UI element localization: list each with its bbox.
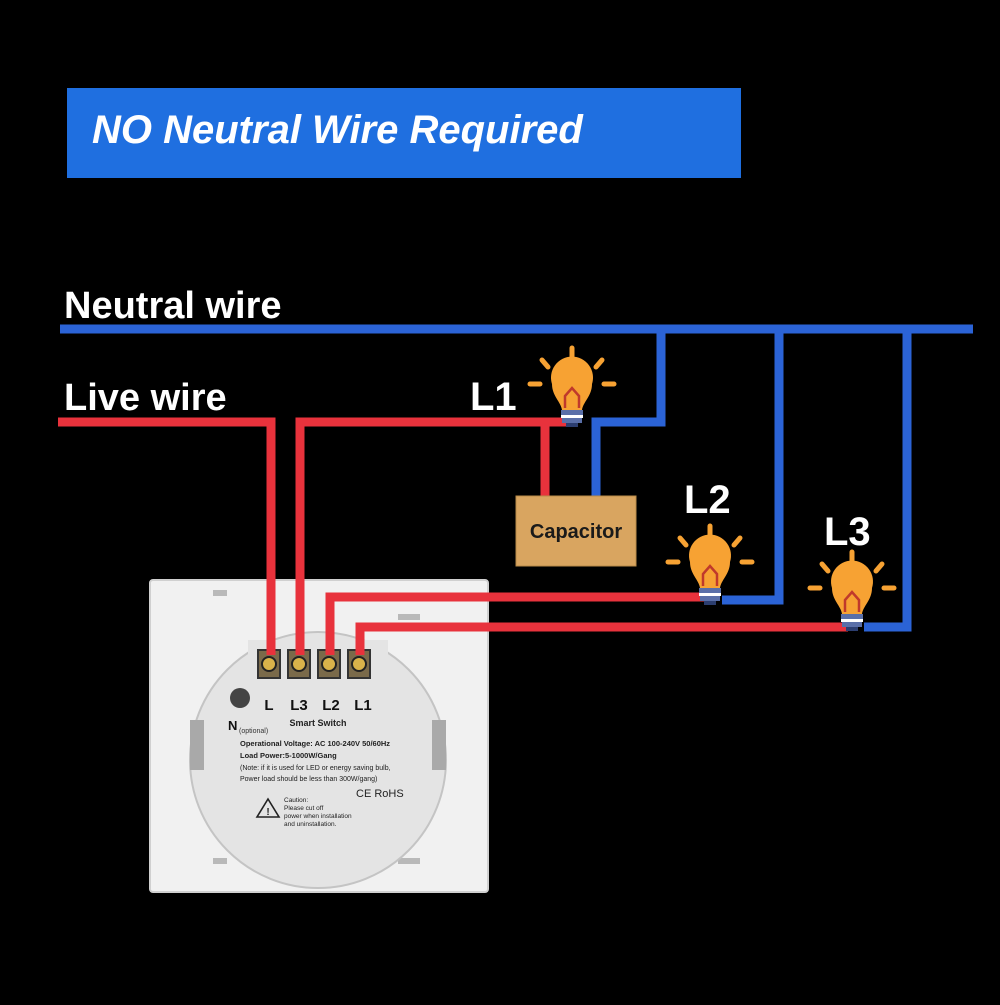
neutral-wire-label: Neutral wire [64, 285, 282, 327]
svg-text:!: ! [266, 807, 269, 818]
capacitor [515, 495, 637, 567]
neutral-drop-l3 [864, 329, 912, 632]
spec-line: Operational Voltage: AC 100-240V 50/60Hz [240, 739, 390, 748]
spec-line: (Note: if it is used for LED or energy s… [240, 765, 391, 772]
warning-icon: ! [255, 797, 281, 818]
caution-line: Please cut off [284, 805, 323, 812]
terminal-label-l1: L1 [354, 697, 372, 714]
switch-model-label: Smart Switch [289, 718, 346, 728]
neutral-drop-l1 [591, 329, 666, 498]
bulb-l3-icon [810, 552, 894, 631]
neutral-terminal-label: N [228, 718, 237, 733]
load-label-l3: L3 [824, 510, 871, 554]
load-label-l2: L2 [684, 478, 731, 522]
live-out-l1-wire [295, 417, 574, 655]
smart-switch: L L3 L2 L1 Smart Switch N (optional) Ope… [149, 579, 489, 893]
spec-line: Power load should be less than 300W/gang… [240, 776, 377, 783]
caution-line: and uninstallation. [284, 821, 337, 828]
terminal-block [257, 649, 371, 679]
certification-marks: CE RoHS [356, 788, 404, 800]
neutral-wires [60, 324, 973, 632]
spec-line: Load Power:5-1000W/Gang [240, 751, 337, 760]
load-label-l1: L1 [470, 375, 517, 419]
terminal-label-l3: L3 [290, 697, 308, 714]
live-wires [58, 417, 848, 655]
live-out-l3-wire [355, 622, 848, 655]
neutral-optional-note: (optional) [239, 728, 268, 735]
banner-title: NO Neutral Wire Required [92, 108, 584, 152]
live-input-wire [58, 417, 276, 655]
caution-line: power when installation [284, 813, 352, 820]
caution-line: Caution: [284, 797, 308, 804]
bulb-l1-icon [530, 348, 614, 427]
neutral-drop-l2 [722, 329, 784, 605]
live-out-l2-wire [325, 592, 706, 655]
banner [67, 88, 741, 178]
capacitor-label: Capacitor [530, 521, 622, 543]
terminal-label-l: L [264, 697, 273, 714]
terminal-label-l2: L2 [322, 697, 340, 714]
live-wire-label: Live wire [64, 377, 227, 419]
